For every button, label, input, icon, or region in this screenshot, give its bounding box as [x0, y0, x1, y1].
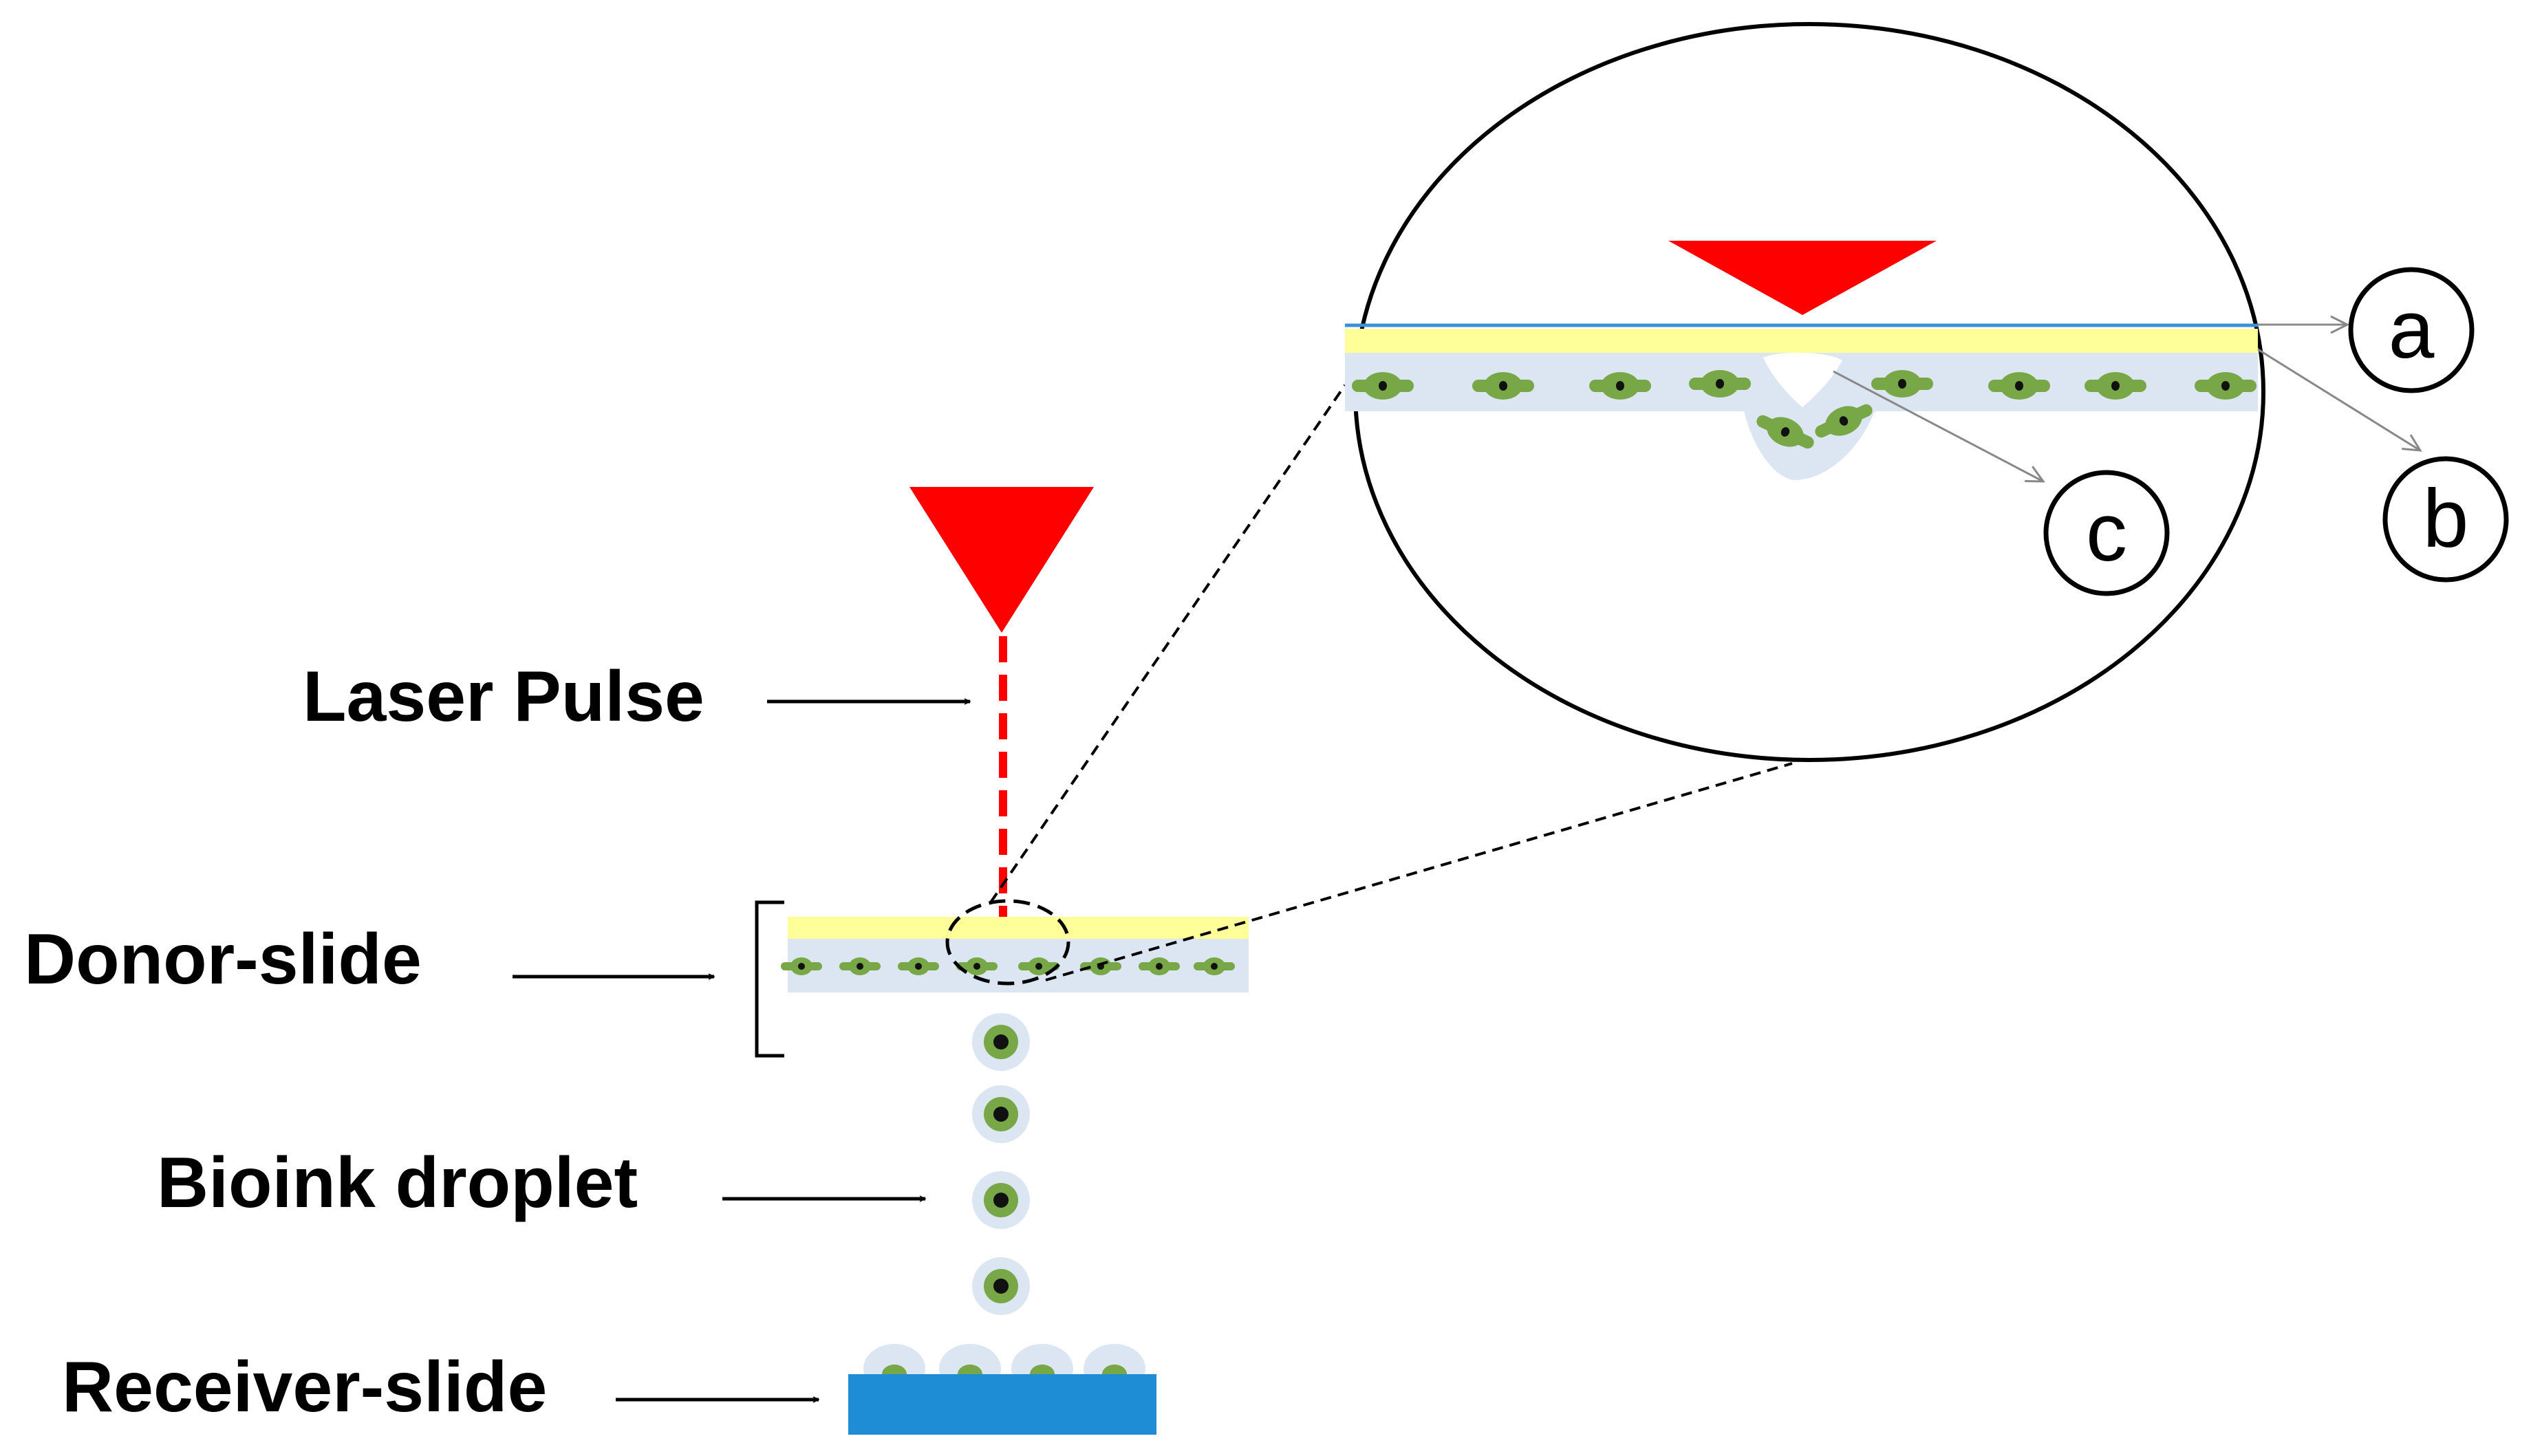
callout-arrow-c: [1833, 370, 2043, 481]
callout-label-c: c: [2086, 486, 2127, 578]
zoom-connector-lower: [1045, 762, 1793, 981]
donor-absorbing-layer: [788, 917, 1249, 939]
zoom-laser-pulse-icon: [1668, 241, 1937, 315]
zoom-connector-upper: [989, 384, 1346, 904]
receiver-slide-label: Receiver-slide: [62, 1347, 547, 1427]
zoom-vapor-bubble: [1763, 352, 1842, 407]
bioink-droplets: [972, 1013, 1030, 1315]
zoom-absorbing-layer: [1345, 329, 2258, 353]
droplet-icon: [972, 1171, 1030, 1229]
droplet-icon: [972, 1085, 1030, 1143]
callout-label-a: a: [2389, 283, 2435, 376]
callout-circle-a: [2348, 267, 2475, 393]
droplet-icon: [972, 1257, 1030, 1315]
laser-pulse-icon: [909, 487, 1094, 633]
callout-label-b: b: [2423, 472, 2469, 565]
bioink-droplet-label: Bioink droplet: [157, 1143, 638, 1223]
donor-slide-bracket: [755, 900, 784, 1058]
donor-slide-label: Donor-slide: [24, 920, 422, 999]
droplet-icon: [972, 1013, 1030, 1071]
callout-circle-c: [2043, 470, 2170, 596]
laser-pulse-label: Laser Pulse: [303, 657, 704, 737]
callout-circle-b: [2382, 456, 2509, 583]
receiver-slide: [848, 1374, 1156, 1435]
zoom-region-marker: [945, 899, 1070, 986]
callout-arrow-b: [2257, 348, 2420, 450]
